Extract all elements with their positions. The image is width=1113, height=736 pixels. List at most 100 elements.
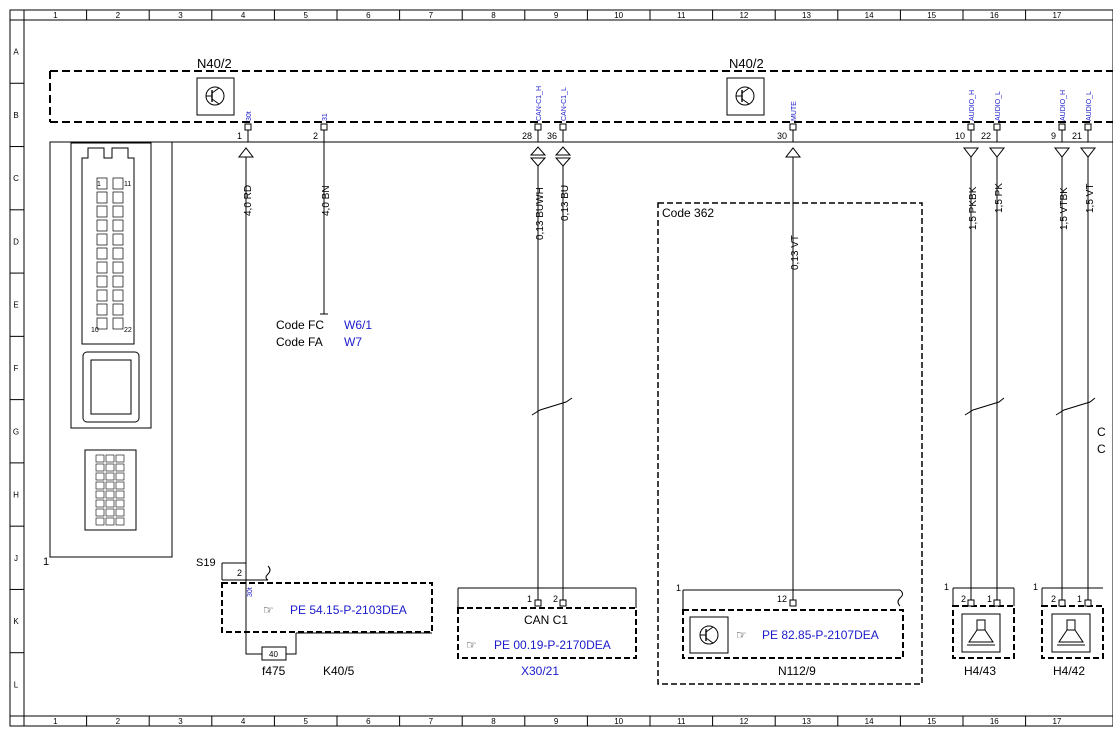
pin-marker [789, 123, 797, 131]
n112-9-box [682, 609, 904, 659]
cavity [112, 233, 124, 246]
column-number: 15 [927, 11, 936, 20]
cavity [96, 233, 108, 246]
cavity [95, 481, 105, 490]
pin-number: 1 [987, 594, 992, 604]
edge-text: C [1097, 425, 1106, 439]
cavity-label: 1 [97, 181, 101, 188]
module-label-left: N40/2 [197, 56, 232, 71]
code-ref-link[interactable]: W7 [344, 335, 362, 349]
pin-name: AUDIO_L [1086, 91, 1093, 121]
cavity-label: 22 [124, 327, 132, 334]
column-number: 4 [241, 717, 246, 726]
column-number: 9 [554, 11, 559, 20]
column-number: 6 [366, 717, 371, 726]
twisted-pair-mark [531, 397, 573, 416]
column-number: 7 [429, 717, 434, 726]
code-ref-link[interactable]: W6/1 [344, 318, 372, 332]
column-number: 15 [927, 717, 936, 726]
cavity [96, 219, 108, 232]
wire-can-h [529, 146, 547, 600]
column-number: 12 [739, 717, 748, 726]
column-number: 16 [990, 11, 999, 20]
pin-name: CAN-C1_L [561, 87, 568, 121]
column-number: 3 [178, 11, 183, 20]
h4-43-box [952, 605, 1015, 659]
column-number: 11 [677, 717, 686, 726]
pin-marker [244, 123, 252, 131]
drawing-frame [9, 9, 1113, 727]
pin-name: AUDIO_H [1060, 90, 1067, 121]
pin-marker [320, 123, 328, 131]
cavity [96, 275, 108, 288]
pin-number: 22 [981, 131, 991, 141]
pin-name: AUDIO_H [969, 90, 976, 121]
column-number: 4 [241, 11, 246, 20]
connector-housing [49, 141, 173, 558]
column-number: 10 [614, 717, 623, 726]
pin-number: 21 [1072, 131, 1082, 141]
column-number: 13 [802, 717, 811, 726]
cavity [95, 499, 105, 508]
pin-number: 2 [553, 594, 558, 604]
pin-number: 2 [237, 568, 242, 578]
twisted-pair-mark [1055, 397, 1096, 416]
pin-marker [559, 123, 567, 131]
wire-label: 0,13 BU [560, 185, 571, 221]
wire-bn [320, 142, 328, 315]
cavity [105, 499, 115, 508]
column-number: 14 [865, 717, 874, 726]
cavity [112, 275, 124, 288]
column-number: 10 [614, 11, 623, 20]
edge-text: C [1097, 442, 1106, 456]
cavity [95, 463, 105, 472]
column-number: 7 [429, 11, 434, 20]
cavity-label: 11 [124, 181, 131, 188]
column-number: 5 [303, 717, 308, 726]
column-number: 3 [178, 717, 183, 726]
column-number: 9 [554, 717, 559, 726]
code-label: Code 362 [662, 206, 714, 220]
connector-name: CAN C1 [524, 613, 568, 627]
column-number: 14 [865, 11, 874, 20]
fuse-relay-box [221, 582, 433, 633]
wire-vt-mute [784, 147, 802, 600]
wire-label: 0,13 VT [790, 235, 801, 270]
pin-marker [993, 123, 1001, 131]
column-number: 2 [116, 11, 121, 20]
code-362-box [657, 202, 923, 685]
cavity [112, 303, 124, 316]
pe-link-n112[interactable]: PE 82.85-P-2107DEA [762, 628, 879, 642]
pin-number: 2 [313, 131, 318, 141]
row-letter: E [13, 301, 18, 310]
row-letter: F [14, 364, 19, 373]
pin-number: 2 [1051, 594, 1056, 604]
pin-number: 9 [1051, 131, 1056, 141]
pin-number: 30 [777, 131, 787, 141]
wire-audio-42 [1053, 147, 1097, 600]
module-pins: 130t23128CAN-C1_H36CAN-C1_L30MUTE10AUDIO… [237, 86, 1093, 142]
pin-marker [967, 123, 975, 131]
column-number: 17 [1052, 717, 1061, 726]
x30-21-box [457, 607, 637, 659]
column-number: 11 [677, 11, 686, 20]
wire-label: 4,0 BN [321, 185, 332, 216]
cavity [115, 463, 125, 472]
transistor-icon [689, 616, 729, 654]
cavity [115, 490, 125, 499]
pin-number: 1 [1077, 594, 1082, 604]
column-number: 12 [739, 11, 748, 20]
pin-number: 28 [522, 131, 532, 141]
pe-link-x30[interactable]: PE 00.19-P-2170DEA [494, 638, 611, 652]
wire-label: 1,5 PKBK [968, 186, 979, 230]
component-label: H4/42 [1053, 664, 1085, 678]
x30-21-link[interactable]: X30/21 [521, 664, 559, 678]
cavity [95, 490, 105, 499]
cavity [95, 454, 105, 463]
pe-link-k40[interactable]: PE 54.15-P-2103DEA [290, 603, 407, 617]
row-letter: B [13, 111, 18, 120]
column-number: 2 [116, 717, 121, 726]
row-letter: C [13, 174, 19, 183]
code-label: Code FA [276, 335, 323, 349]
